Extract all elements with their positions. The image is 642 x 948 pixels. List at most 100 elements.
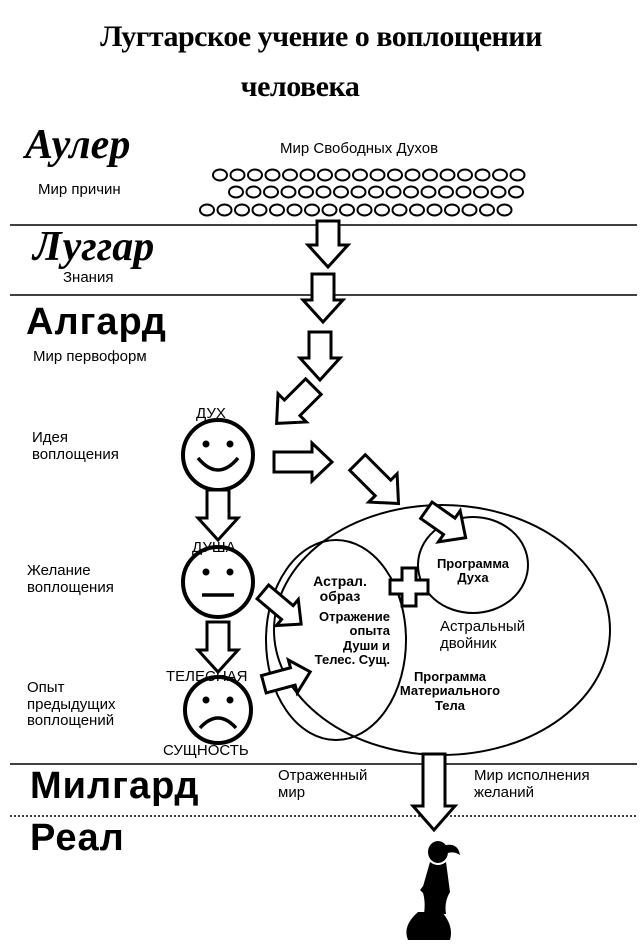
spirit-circle — [334, 168, 351, 182]
arrow-down-luggar — [304, 219, 352, 270]
sad-face-icon — [183, 675, 253, 745]
spirit-circle — [439, 168, 456, 182]
spirit-circle — [404, 168, 421, 182]
spirit-circle — [391, 203, 408, 217]
spirit-circle — [409, 203, 425, 217]
soul-label: ДУША — [192, 539, 236, 556]
bodily-label: ТЕЛЕСНАЯ — [166, 668, 248, 685]
free-spirits-circles — [199, 168, 526, 217]
wish-fulfillment-line2: желаний — [474, 783, 535, 801]
spirit-circle — [280, 185, 297, 199]
spirit-circle — [509, 168, 526, 182]
reflected-world-line1: Отраженный — [278, 767, 368, 784]
arrow-diag-to-ellipse — [347, 452, 401, 506]
spirit-circle — [245, 185, 262, 199]
spirit-circle — [264, 168, 281, 182]
spirit-circle — [508, 185, 524, 199]
spirit-circle — [247, 168, 263, 182]
arrow-right-spirit — [272, 439, 335, 485]
previous-experience-line2: предыдущих — [27, 695, 116, 713]
arrow-down-algard-2 — [296, 330, 344, 383]
reflection-label: Отражение опыта Души и Телес. Сущ. — [304, 609, 391, 667]
reflection-line1: Отражение — [319, 609, 390, 624]
spirit-circle — [438, 185, 454, 199]
spirit-circle — [461, 203, 478, 217]
spirit-circle — [444, 203, 460, 217]
spirit-circle — [369, 168, 386, 182]
reflection-line3: Души и — [342, 637, 390, 653]
level-real: Реал — [30, 817, 125, 859]
incarnation-idea-line1: Идея — [32, 429, 68, 446]
spirit-program-line1: Программа — [436, 556, 510, 571]
spirit-circle — [282, 168, 298, 182]
plus-cross-icon — [388, 566, 430, 608]
spirit-circle — [228, 185, 244, 199]
incarnation-desire-label: Желание воплощения — [27, 562, 114, 596]
astral-image-line2: образ — [319, 588, 361, 605]
incarnation-desire-line1: Желание — [27, 562, 91, 579]
astral-double-line1: Астральный — [440, 618, 526, 635]
spirit-circle — [299, 168, 316, 182]
human-figure-icon — [406, 841, 460, 940]
incarnation-idea-line2: воплощения — [32, 445, 119, 463]
level-auler: Аулер — [25, 122, 131, 168]
astral-image-line1: Астрал. — [313, 573, 367, 589]
spirit-circle — [422, 168, 438, 182]
material-body-program-line3: Тела — [434, 697, 465, 713]
incarnation-desire-line2: воплощения — [27, 578, 114, 596]
spirit-circle — [315, 185, 332, 199]
previous-experience-line1: Опыт — [27, 679, 65, 696]
spirit-circle — [474, 168, 491, 182]
previous-experience-line3: воплощений — [27, 712, 115, 729]
reflected-world-label: Отраженный мир — [278, 767, 368, 801]
spirit-circle — [286, 203, 303, 217]
spirit-circle — [385, 185, 402, 199]
spirit-circle — [251, 203, 268, 217]
page-title: Лугтарское учение о воплощении — [100, 20, 542, 53]
spirit-circle — [479, 203, 495, 217]
reflection-line4: Телес. Сущ. — [314, 651, 390, 667]
spirit-circle — [298, 185, 314, 199]
arrow-body-to-astral — [259, 657, 313, 697]
reflection-line2: опыта — [349, 623, 391, 639]
spirit-circle — [496, 203, 513, 217]
spirit-circle — [216, 203, 233, 217]
spirit-label: ДУХ — [196, 405, 226, 422]
free-spirits-world-label: Мир Свободных Духов — [280, 140, 439, 157]
spirit-circle — [304, 203, 320, 217]
material-body-program-line2: Материального — [399, 683, 501, 699]
arrow-down-algard-1 — [299, 272, 347, 325]
arrow-down-spirit-to-soul — [194, 488, 242, 543]
protoforms-world-label: Мир первоформ — [33, 348, 147, 365]
arrow-soul-to-astral — [254, 582, 303, 628]
reflected-world-line2: мир — [278, 783, 306, 801]
arrow-diag-to-spirit — [275, 376, 324, 425]
spirit-circle — [263, 185, 279, 199]
wish-fulfillment-world-label: Мир исполнения желаний — [474, 767, 590, 801]
spirit-circle — [229, 168, 246, 182]
spirit-circle — [199, 203, 215, 217]
material-body-program-label: Программа Материального Тела — [390, 669, 510, 713]
spirit-circle — [457, 168, 473, 182]
spirit-program-ellipse — [417, 516, 529, 614]
spirit-circle — [352, 168, 368, 182]
spirit-circle — [490, 185, 507, 199]
essence-label: СУЩНОСТЬ — [163, 742, 249, 759]
spirit-circle — [269, 203, 285, 217]
previous-experience-label: Опыт предыдущих воплощений — [27, 679, 116, 730]
level-milgard: Милгард — [30, 765, 200, 807]
smiling-face-icon — [181, 418, 255, 492]
spirit-circle — [356, 203, 373, 217]
arrow-down-soul-to-body — [194, 620, 242, 675]
spirit-circle — [234, 203, 250, 217]
spirit-circle — [403, 185, 419, 199]
spirit-circle — [317, 168, 333, 182]
astral-image-ellipse — [265, 539, 407, 741]
causes-world-label: Мир причин — [38, 181, 121, 198]
spirit-circle — [339, 203, 355, 217]
spirit-circle — [374, 203, 390, 217]
astral-image-label: Астрал. образ — [300, 573, 380, 605]
neutral-face-icon — [181, 545, 255, 619]
spirit-program-line2: Духа — [457, 570, 489, 586]
spirit-circle — [455, 185, 472, 199]
